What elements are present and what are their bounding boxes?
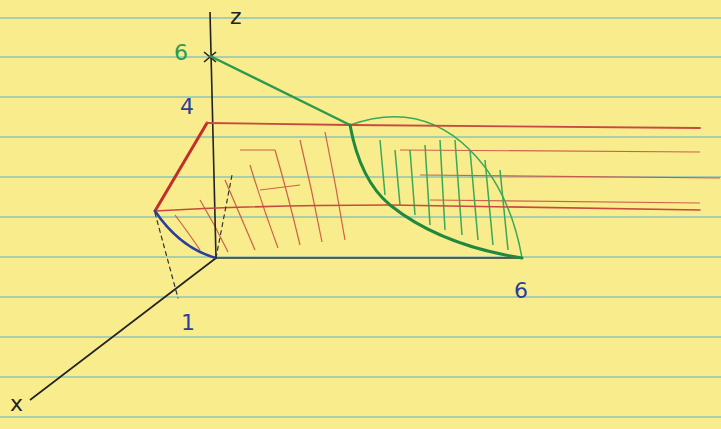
green-curve <box>350 125 522 258</box>
green-shading <box>350 117 522 258</box>
red-top-edge <box>207 123 700 128</box>
red-hatching <box>175 132 720 252</box>
height-label: 6 <box>174 42 188 64</box>
dashed-drop <box>155 213 178 298</box>
bottom-edge <box>216 257 520 259</box>
solid-edges <box>155 56 700 298</box>
height-label: 4 <box>180 96 194 118</box>
red-edge <box>155 123 207 211</box>
z-axis <box>210 12 216 258</box>
axes <box>30 12 216 400</box>
radius-label: 1 <box>181 312 195 334</box>
ruled-lines <box>0 18 721 417</box>
green-line <box>210 56 350 125</box>
x-axis <box>30 258 216 400</box>
axis-label: x <box>10 393 23 415</box>
blue-arc <box>155 211 216 258</box>
red-lower-edge <box>155 205 700 211</box>
axis-label: z <box>230 6 242 28</box>
length-label: 6 <box>514 280 528 302</box>
dashed-inner <box>216 175 232 258</box>
